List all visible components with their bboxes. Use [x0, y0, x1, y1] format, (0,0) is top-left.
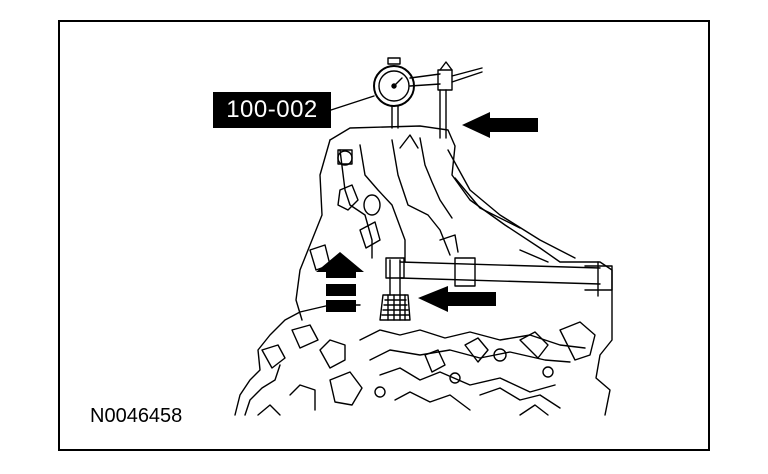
dial-indicator-icon: [373, 57, 483, 139]
shaft-bar: [399, 257, 613, 297]
callout-leader: [330, 95, 375, 111]
pinion-gear: [379, 257, 411, 321]
figure-id: N0046458: [90, 405, 183, 427]
lower-housing: [234, 304, 596, 416]
diagram-frame: [58, 20, 710, 451]
arrow-left-icon: [462, 112, 538, 138]
transmission-case: [295, 125, 613, 416]
tool-number-callout: 100-002: [213, 92, 331, 128]
arrow-left-icon: [418, 286, 496, 312]
arrow-up-dashed-icon: [316, 252, 364, 312]
